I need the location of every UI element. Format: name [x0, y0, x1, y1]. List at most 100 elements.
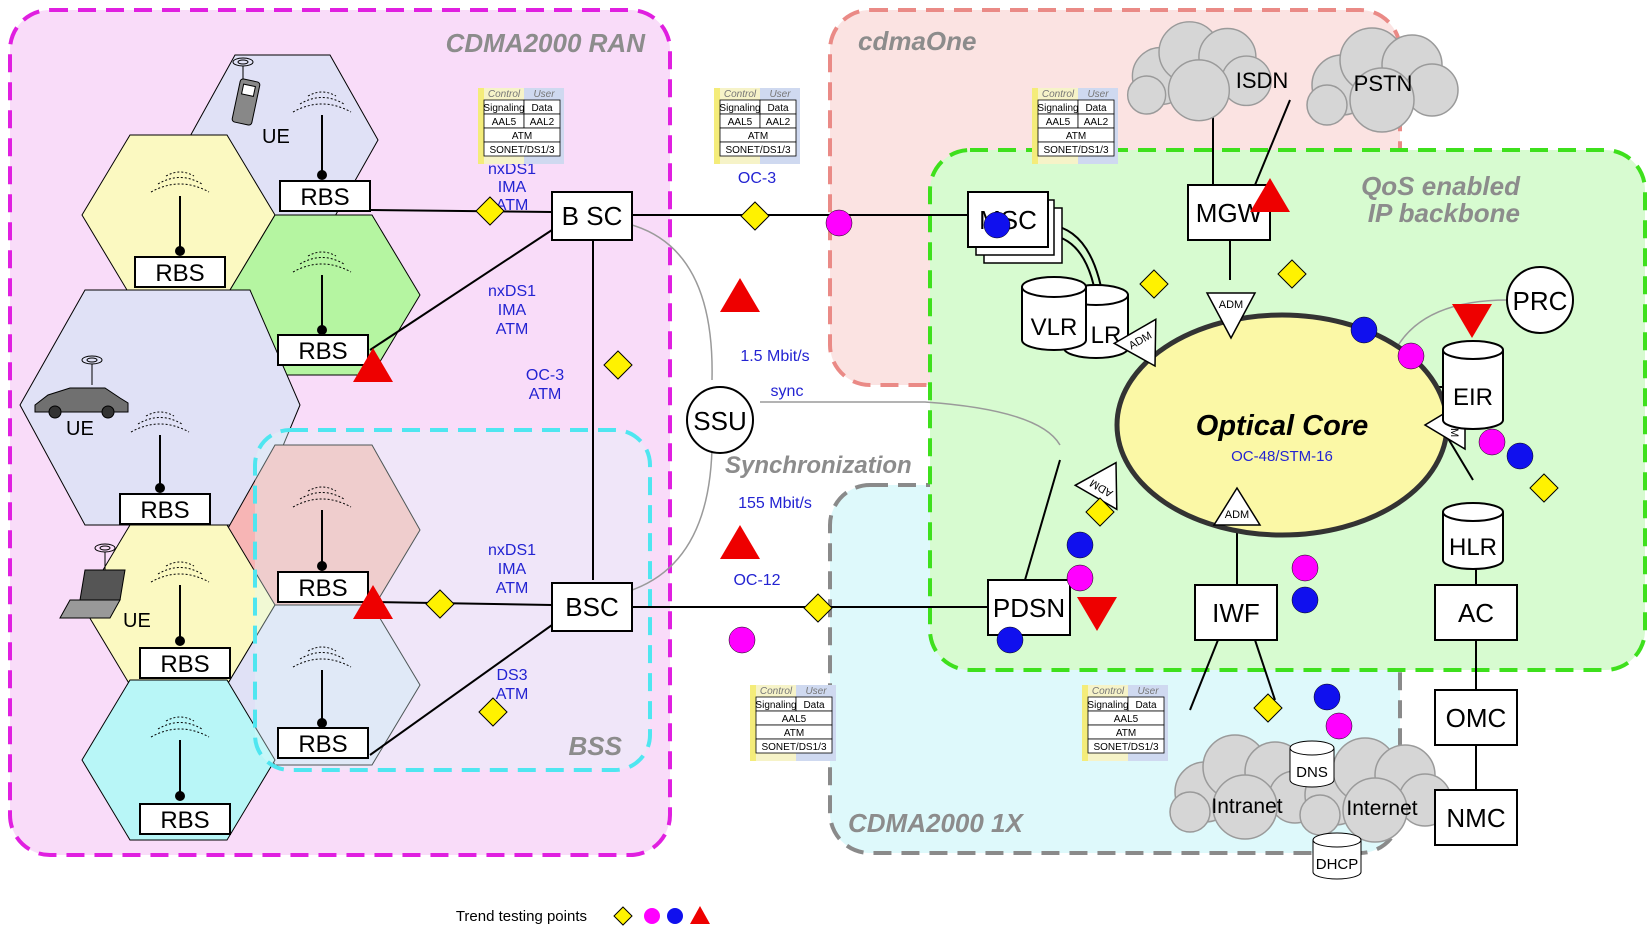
- test-point-blue: [1291, 586, 1319, 614]
- test-point-magenta: [1325, 712, 1353, 740]
- svg-text:SONET/DS1/3: SONET/DS1/3: [1093, 742, 1158, 753]
- adm-iwf[interactable]: ADM: [1212, 486, 1262, 526]
- antenna-mast-5: [292, 486, 352, 571]
- antenna-mast-2: [150, 171, 210, 256]
- mgw-node[interactable]: MGW: [1187, 184, 1271, 241]
- nmc-node[interactable]: NMC: [1434, 789, 1518, 846]
- rbs-node-3[interactable]: RBS: [277, 334, 369, 366]
- svg-text:BSC: BSC: [565, 592, 618, 622]
- test-point-magenta: [1291, 554, 1319, 582]
- rbs-node-4[interactable]: RBS: [119, 493, 211, 525]
- rbs-node-7[interactable]: RBS: [277, 727, 369, 759]
- svg-text:OMC: OMC: [1446, 703, 1507, 733]
- onex-zone-title: CDMA2000 1X: [848, 808, 1025, 838]
- svg-text:ADM: ADM: [1225, 509, 1249, 521]
- adm-mgw[interactable]: ADM: [1205, 292, 1257, 340]
- test-point-triangle: [1077, 597, 1117, 631]
- rbs-node-8[interactable]: RBS: [139, 803, 231, 835]
- test-point-blue: [1506, 442, 1534, 470]
- ac-node[interactable]: AC: [1434, 584, 1518, 641]
- svg-text:SONET/DS1/3: SONET/DS1/3: [1043, 145, 1108, 156]
- test-point-blue: [1350, 316, 1378, 344]
- laptop-icon: [59, 543, 126, 619]
- svg-text:PRC: PRC: [1513, 286, 1568, 316]
- dns-server[interactable]: DNS: [1289, 740, 1335, 788]
- bsc-node-bottom[interactable]: BSC: [551, 582, 633, 632]
- test-point-diamond: [478, 697, 508, 727]
- rbs-node-5[interactable]: RBS: [277, 571, 369, 603]
- svg-text:Control: Control: [760, 686, 793, 697]
- link-label-oc3: OC-3: [738, 170, 776, 187]
- rbs-node-2[interactable]: RBS: [134, 256, 226, 288]
- link-pdsn-adm: [1024, 459, 1061, 581]
- link-label-sync: sync: [771, 383, 804, 400]
- adm-msc[interactable]: ADM: [1112, 318, 1176, 378]
- link-label-atm-5: ATM: [496, 686, 529, 703]
- omc-node[interactable]: OMC: [1434, 689, 1518, 746]
- link-label-atm-1: ATM: [496, 197, 529, 214]
- optical-core-ring: Optical Core OC-48/STM-16: [1114, 312, 1450, 538]
- svg-text:Data: Data: [803, 700, 825, 711]
- optical-core-subtitle: OC-48/STM-16: [1231, 448, 1333, 465]
- ssu-node[interactable]: SSU: [686, 386, 754, 454]
- link-label-nxds1-2: nxDS1: [488, 283, 536, 300]
- sync-line-bottom: [631, 429, 713, 591]
- svg-text:ATM: ATM: [1116, 728, 1136, 739]
- antenna-mast-3: [292, 251, 352, 335]
- svg-text:AAL5: AAL5: [728, 117, 753, 128]
- hlr-db[interactable]: HLR: [1442, 502, 1504, 570]
- svg-text:User: User: [805, 686, 827, 697]
- pdsn-node[interactable]: PDSN: [987, 579, 1071, 636]
- isdn-label: ISDN: [1236, 68, 1289, 93]
- svg-text:SONET/DS1/3: SONET/DS1/3: [489, 145, 554, 156]
- test-point-triangle: [353, 348, 393, 382]
- antenna-mast-4: [130, 411, 190, 493]
- test-point-diamond: [1085, 497, 1115, 527]
- link-label-atm-2: ATM: [496, 321, 529, 338]
- synchronization-label: Synchronization: [725, 452, 912, 479]
- protocol-stack-3: Control User Signaling Data AAL5 AAL2 AT…: [1032, 88, 1118, 164]
- cell-hex-8: [81, 679, 276, 841]
- svg-text:B SC: B SC: [562, 201, 623, 231]
- eir-db[interactable]: EIR: [1442, 340, 1504, 430]
- iwf-node[interactable]: IWF: [1194, 584, 1278, 641]
- intranet-label: Intranet: [1211, 795, 1282, 818]
- svg-text:Signaling: Signaling: [483, 103, 524, 114]
- optical-core-title: Optical Core: [1196, 410, 1368, 442]
- test-point-diamond: [475, 196, 505, 226]
- sync-line-core: [760, 401, 1061, 446]
- svg-text:SONET/DS1/3: SONET/DS1/3: [761, 742, 826, 753]
- dhcp-server[interactable]: DHCP: [1312, 832, 1362, 880]
- svg-text:SONET/DS1/3: SONET/DS1/3: [725, 145, 790, 156]
- ue-label-2: UE: [66, 418, 94, 440]
- svg-text:RBS: RBS: [155, 260, 204, 287]
- svg-text:Signaling: Signaling: [1087, 700, 1128, 711]
- test-point-triangle: [1250, 178, 1290, 212]
- test-point-triangle: [1452, 304, 1492, 338]
- cdmaone-zone-title: cdmaOne: [858, 26, 977, 56]
- svg-text:User: User: [1137, 686, 1159, 697]
- link-label-nxds1-1: nxDS1: [488, 161, 536, 178]
- prc-node[interactable]: PRC: [1506, 266, 1574, 334]
- rbs-node-1[interactable]: RBS: [279, 180, 371, 212]
- svg-text:Data: Data: [1135, 700, 1157, 711]
- test-point-blue: [1066, 531, 1094, 559]
- qos-zone-title-2: IP backbone: [1368, 198, 1520, 228]
- bsc-node-top[interactable]: B SC: [551, 191, 633, 241]
- link-label-ds3: DS3: [496, 667, 527, 684]
- legend-label: Trend testing points: [456, 908, 587, 925]
- link-label-rate-1-5: 1.5 Mbit/s: [740, 348, 809, 365]
- antenna-mast-7: [292, 646, 352, 728]
- legend-triangle-icon: [690, 906, 710, 924]
- svg-text:Control: Control: [724, 89, 757, 100]
- vlr-db[interactable]: VLR: [1021, 276, 1087, 351]
- link-iwf-cloud: [1189, 639, 1219, 711]
- msc-node[interactable]: MSC: [967, 191, 1063, 264]
- legend-magenta-icon: [644, 908, 660, 924]
- rbs-node-6[interactable]: RBS: [139, 647, 231, 679]
- svg-text:User: User: [769, 89, 791, 100]
- link-label-atm-4: ATM: [496, 580, 529, 597]
- link-label-nxds1-3: nxDS1: [488, 542, 536, 559]
- svg-text:AAL2: AAL2: [1084, 117, 1109, 128]
- adm-pdsn[interactable]: ADM: [1073, 451, 1137, 511]
